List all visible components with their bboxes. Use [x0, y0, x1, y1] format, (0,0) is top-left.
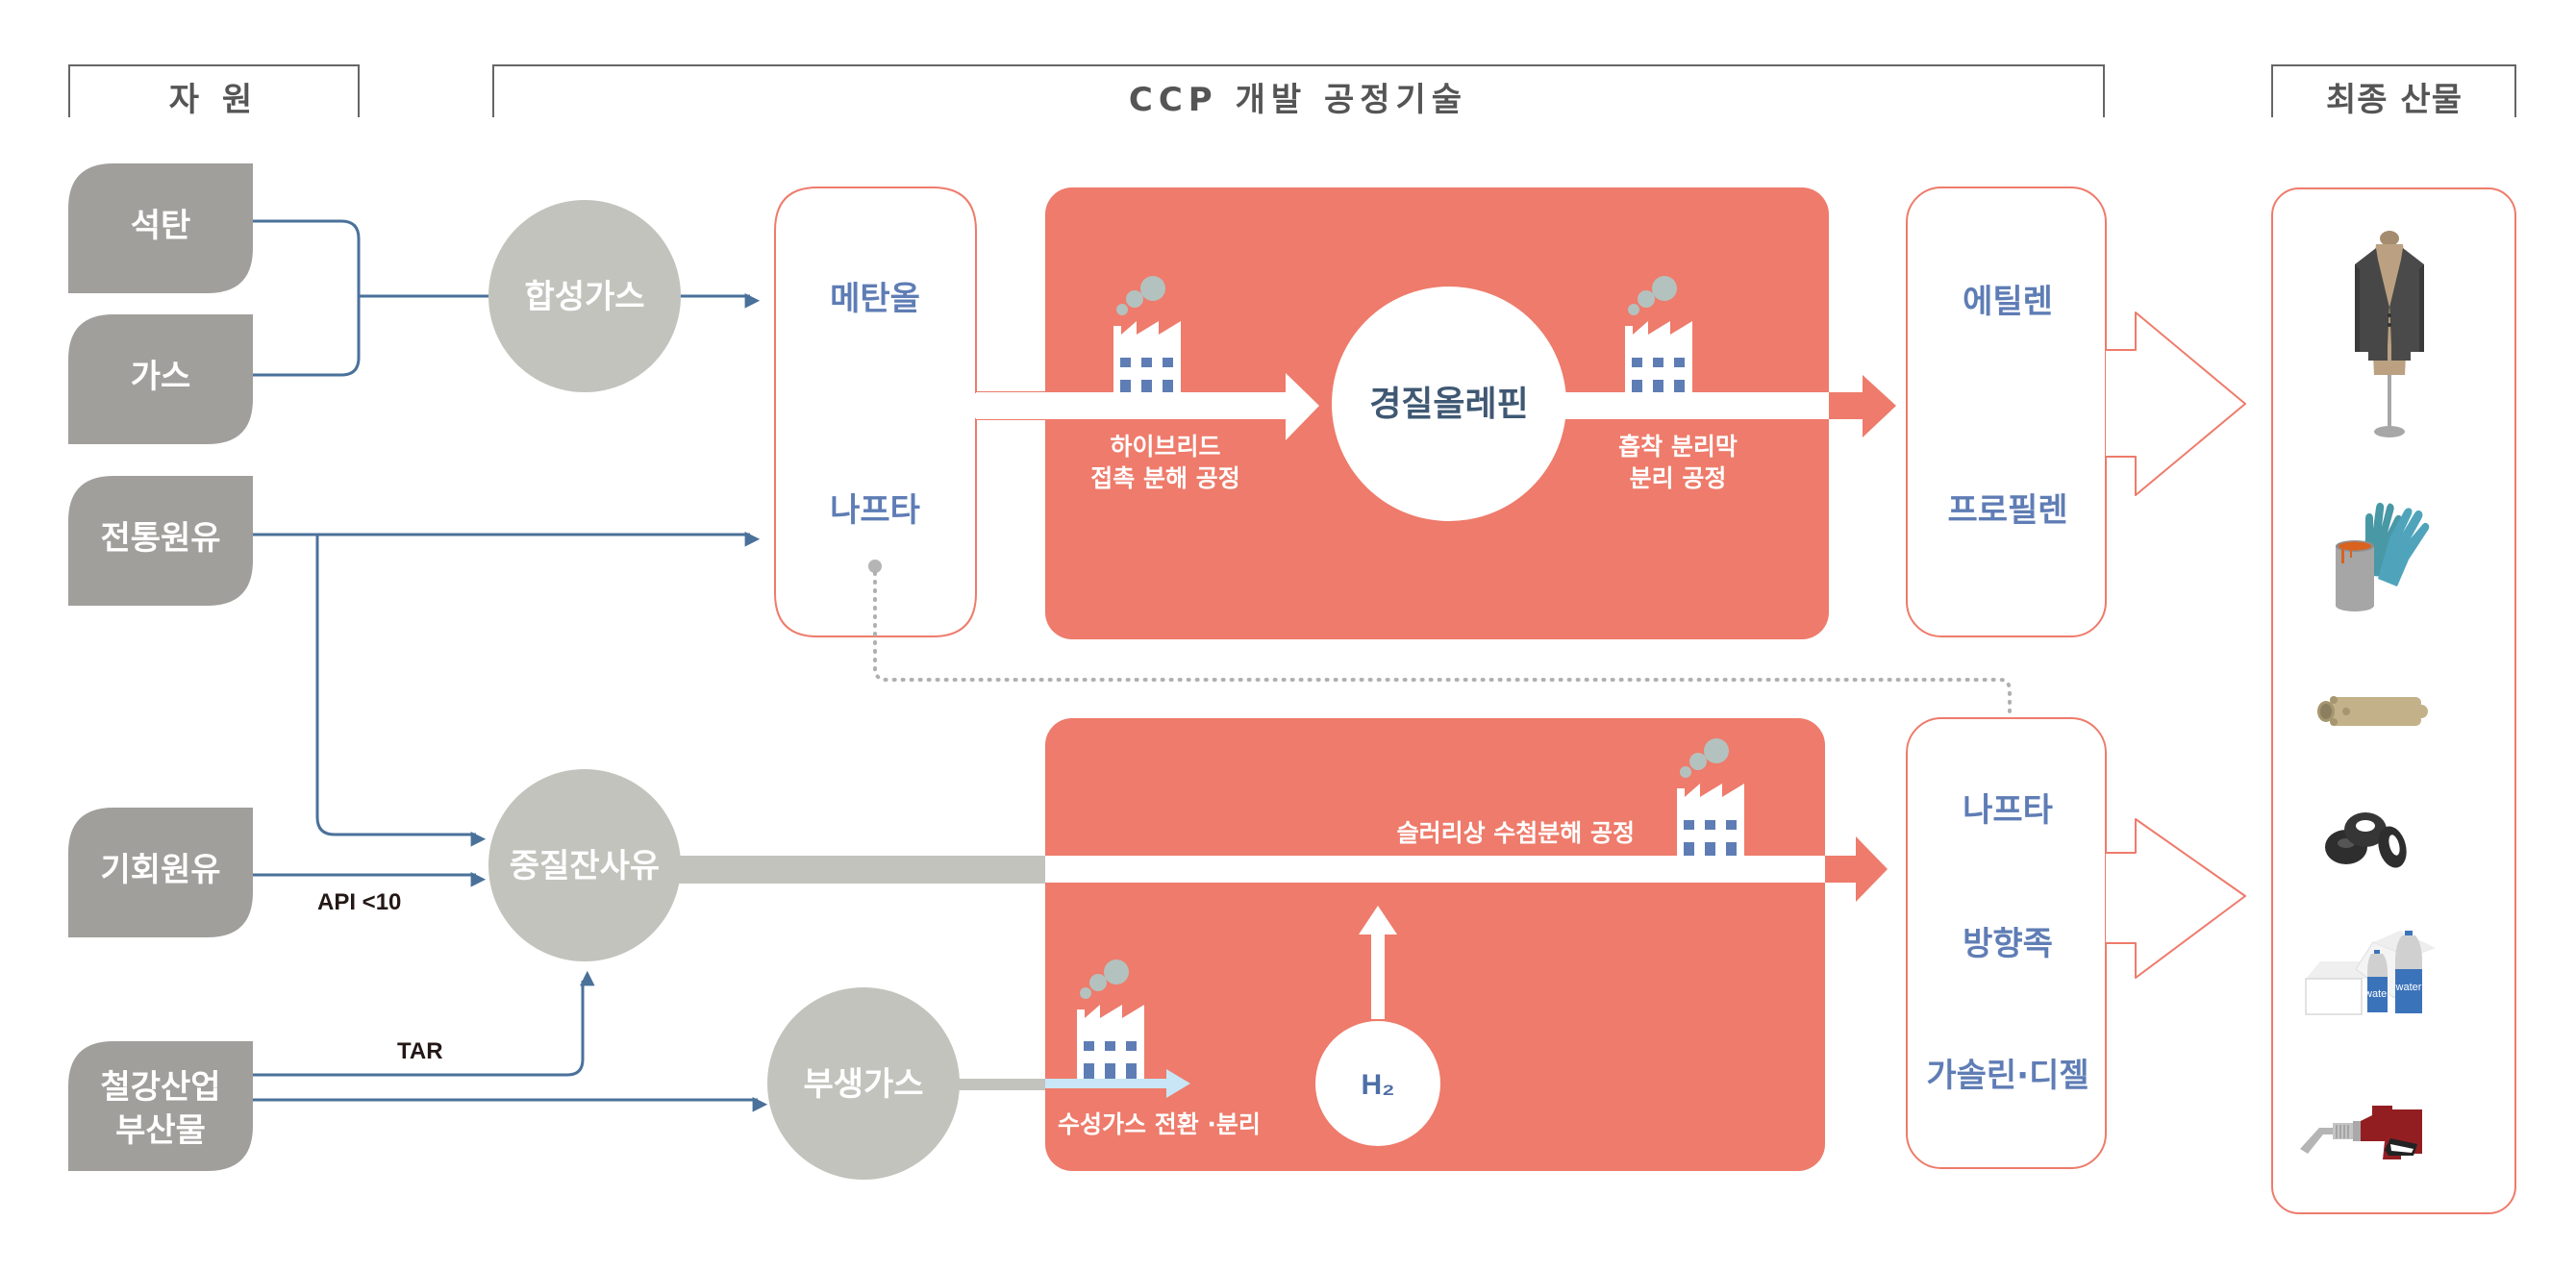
lower-output-arrow [1825, 836, 1888, 902]
header-process-label: CCP 개발 공정기술 [1129, 81, 1467, 119]
resource-conventional-crude: 전통원유 [68, 476, 253, 606]
header-resources-label: 자 원 [169, 81, 258, 119]
node-syngas: 합성가스 [488, 200, 681, 392]
upper-flow-arrow [976, 373, 1319, 440]
upper-output-arrow [1829, 375, 1896, 437]
header-products-label: 최종 산물 [2326, 81, 2463, 119]
factory-icon [1625, 276, 1692, 392]
adsorption-separation-label-1: 흡착 분리막 [1618, 433, 1738, 461]
final-products-box: water water [2271, 187, 2516, 1214]
tar-label: TAR [397, 1038, 443, 1064]
output-box-upper: 에틸렌 프로필렌 [1906, 187, 2107, 637]
resource-opportunity-crude: 기회원유 [68, 808, 253, 937]
lower-flow-band [1045, 856, 1825, 883]
hybrid-cracking-label-1: 하이브리드 [1110, 433, 1220, 461]
paint-can-gloves-icon [2336, 502, 2430, 611]
factory-icon [1677, 738, 1744, 856]
light-olefin-label: 경질올레핀 [1369, 385, 1529, 424]
factory-icon [1077, 959, 1144, 1079]
water-gas-shift-label: 수성가스 전환 ·분리 [1058, 1110, 1261, 1138]
api-label: API <10 [317, 889, 401, 915]
resource-gas-label: 가스 [131, 358, 191, 396]
flow-lines [253, 219, 768, 1112]
resource-coal-label: 석탄 [131, 207, 191, 245]
hydrogen-circle [1315, 1021, 1440, 1146]
output-aromatics: 방향족 [1963, 925, 2053, 963]
water-bottle-small: water [2363, 950, 2390, 1012]
resource-gas: 가스 [68, 314, 253, 444]
resource-conventional-crude-label: 전통원유 [100, 519, 220, 558]
output-naphtha: 나프타 [1963, 791, 2053, 830]
upper-process-block: 경질올레핀 하이브리드 접촉 분해 공정 흡착 분리막 분리 공정 [976, 187, 1896, 639]
residue-feed-band [625, 856, 1048, 884]
upper-to-products-arrow [2106, 312, 2246, 496]
tires-icon [2325, 812, 2407, 868]
node-byproduct-gas: 부생가스 [767, 987, 960, 1180]
packaging-bottles-icon: water water [2305, 931, 2436, 1015]
slurry-hydrocracking-label: 슬러리상 수첨분해 공정 [1397, 819, 1635, 847]
adsorption-separation-label-2: 분리 공정 [1630, 464, 1727, 492]
feedstock-box: 메탄올 나프타 [774, 187, 1047, 637]
header-process: CCP 개발 공정기술 [492, 64, 2105, 119]
feedstock-naphtha: 나프타 [830, 491, 920, 530]
resource-opportunity-crude-label: 기회원유 [100, 851, 220, 889]
hydrogen-up-arrow [1359, 906, 1397, 1019]
output-gasoline-diesel: 가솔린·디젤 [1926, 1057, 2088, 1095]
header-resources: 자 원 [68, 64, 360, 119]
node-heavy-residue: 중질잔사유 [488, 769, 681, 961]
suit-mannequin-icon [2355, 231, 2424, 437]
hybrid-cracking-label-2: 접촉 분해 공정 [1090, 464, 1239, 492]
lower-process-block: 슬러리상 수첨분해 공정 수성가스 전환 ·분리 H₂ [1045, 718, 1888, 1171]
light-olefin-circle [1332, 287, 1566, 521]
svg-text:water: water [2395, 982, 2422, 993]
hydrogen-label: H₂ [1362, 1069, 1395, 1101]
node-syngas-label: 합성가스 [524, 278, 644, 316]
resource-steel-byproduct: 철강산업 부산물 [68, 1041, 253, 1171]
feedstock-methanol: 메탄올 [830, 280, 920, 318]
flow-tar-to-residue [253, 970, 595, 1077]
output-box-lower: 나프타 방향족 가솔린·디젤 [1906, 717, 2107, 1169]
resource-steel-byproduct-label-1: 철강산업 [100, 1068, 220, 1107]
resource-coal: 석탄 [68, 163, 253, 293]
flow-coal-gas-merge [253, 219, 361, 377]
node-byproduct-gas-label: 부생가스 [803, 1065, 923, 1104]
factory-icon [1113, 276, 1181, 392]
lower-to-products-arrow [2106, 818, 2246, 979]
flow-crude-to-residue [315, 535, 487, 847]
upper-flow-band-right [1558, 392, 1829, 419]
svg-text:water: water [2363, 988, 2390, 1000]
pipes-icon [2317, 696, 2428, 726]
water-gas-arrow [1045, 1069, 1190, 1098]
node-heavy-residue-label: 중질잔사유 [510, 847, 660, 885]
fuel-nozzle-icon [2300, 1106, 2422, 1159]
header-products: 최종 산물 [2271, 64, 2516, 119]
resource-steel-byproduct-label-2: 부산물 [115, 1111, 206, 1150]
output-propylene: 프로필렌 [1947, 491, 2067, 530]
water-bottle-large: water [2395, 931, 2422, 1013]
output-ethylene: 에틸렌 [1963, 283, 2053, 321]
